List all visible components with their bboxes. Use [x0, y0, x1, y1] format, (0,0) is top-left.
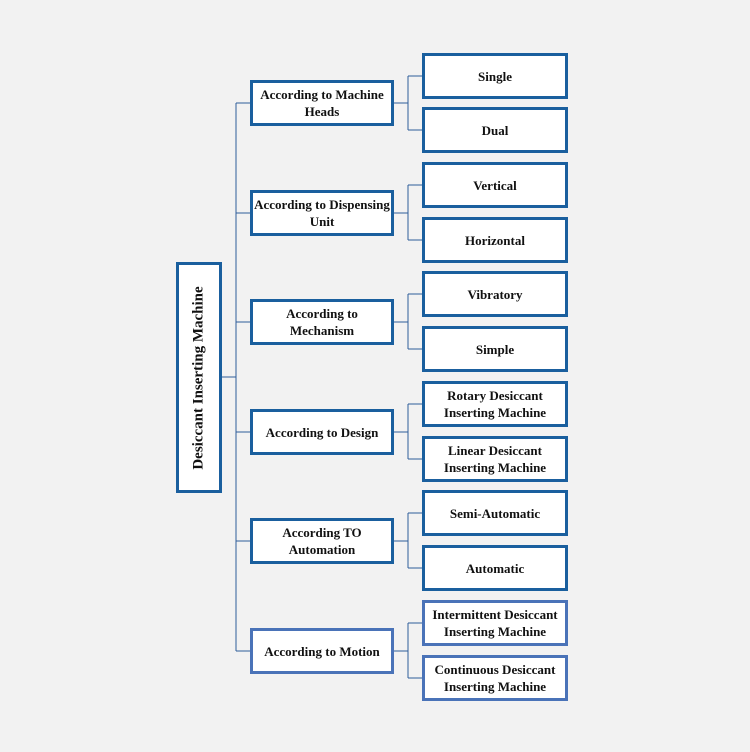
leaf-linear: Linear Desiccant Inserting Machine: [422, 436, 568, 482]
leaf-horizontal: Horizontal: [422, 217, 568, 263]
leaf-dual: Dual: [422, 107, 568, 153]
category-motion: According to Motion: [250, 628, 394, 674]
category-automation: According TO Automation: [250, 518, 394, 564]
leaf-continuous: Continuous Desiccant Inserting Machine: [422, 655, 568, 701]
category-machine-heads: According to Machine Heads: [250, 80, 394, 126]
leaf-rotary: Rotary Desiccant Inserting Machine: [422, 381, 568, 427]
leaf-intermittent: Intermittent Desiccant Inserting Machine: [422, 600, 568, 646]
leaf-vibratory: Vibratory: [422, 271, 568, 317]
leaf-single: Single: [422, 53, 568, 99]
root-label: Desiccant Inserting Machine: [190, 285, 207, 470]
category-mechanism: According to Mechanism: [250, 299, 394, 345]
category-dispensing-unit: According to Dispensing Unit: [250, 190, 394, 236]
leaf-semi-automatic: Semi-Automatic: [422, 490, 568, 536]
leaf-simple: Simple: [422, 326, 568, 372]
category-design: According to Design: [250, 409, 394, 455]
root-node: Desiccant Inserting Machine: [176, 262, 222, 493]
leaf-vertical: Vertical: [422, 162, 568, 208]
leaf-automatic: Automatic: [422, 545, 568, 591]
